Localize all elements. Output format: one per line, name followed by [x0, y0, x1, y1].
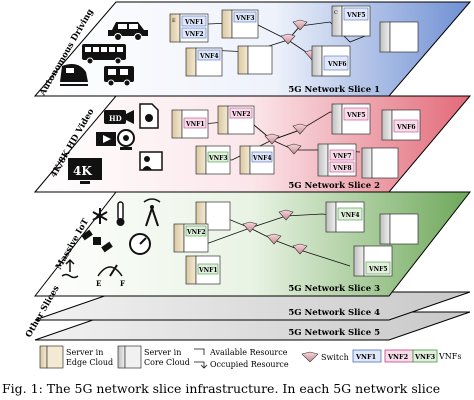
van-icon	[104, 66, 134, 87]
svg-text:E: E	[96, 279, 101, 288]
gauge-icon	[129, 233, 151, 255]
svg-text:VNF2: VNF2	[184, 31, 204, 38]
svg-text:Server in: Server in	[66, 348, 103, 357]
user-screen-icon	[139, 151, 163, 171]
slice-4-name: 5G Network Slice 4	[288, 308, 380, 318]
svg-text:HD: HD	[109, 114, 122, 123]
switch-icon	[242, 221, 258, 233]
legend-core-server: Server in Core Cloud	[117, 345, 190, 369]
switch-icon	[280, 33, 296, 45]
svg-text:VNF2: VNF2	[231, 111, 251, 118]
switch-icon	[292, 243, 308, 255]
svg-text:VNF3: VNF3	[235, 15, 255, 22]
svg-text:VNF2: VNF2	[186, 229, 206, 236]
slice-3-name: 5G Network Slice 3	[288, 284, 380, 294]
video-file-icon	[139, 103, 159, 129]
switch-icon	[301, 351, 319, 363]
servers-slice-1: E VNF1 VNF2 VNF3 VNF4 C VNF5 VNF6	[169, 5, 419, 77]
svg-text:VNF5: VNF5	[346, 12, 366, 19]
svg-text:F: F	[120, 279, 125, 288]
svg-text:VNF6: VNF6	[396, 124, 416, 131]
svg-text:VNF1: VNF1	[184, 19, 204, 26]
servers-slice-3: VNF2 VNF1 VNF4 VNF5	[173, 201, 419, 285]
svg-text:Available Resource: Available Resource	[209, 348, 288, 357]
svg-text:VNF5: VNF5	[368, 266, 388, 273]
media-player-icon	[96, 132, 116, 146]
antenna-icon	[143, 198, 161, 227]
thermometer-icon	[116, 201, 125, 226]
legend-vnf2: VNF2	[384, 349, 414, 363]
switch-icon	[264, 133, 280, 145]
figure-caption: Fig. 1: The 5G network slice infrastruct…	[2, 381, 441, 396]
legend-vnf3: VNF3	[412, 349, 438, 363]
train-icon	[60, 64, 88, 86]
legend-available: Available Resource	[194, 348, 288, 357]
svg-text:VNF1: VNF1	[185, 121, 205, 128]
svg-text:Server in: Server in	[144, 348, 181, 357]
svg-text:Occupied Resource: Occupied Resource	[210, 360, 289, 369]
svg-text:VNF8: VNF8	[332, 165, 352, 172]
svg-text:VNF6: VNF6	[327, 61, 347, 68]
svg-text:Switch: Switch	[321, 353, 349, 362]
svg-text:VNF1: VNF1	[355, 353, 376, 361]
legend-vnf1: VNF1	[352, 349, 382, 363]
car-icon	[108, 22, 148, 41]
slice-2-name: 5G Network Slice 2	[288, 181, 380, 191]
hd-camera-icon: HD	[104, 110, 134, 124]
svg-text:VNF5: VNF5	[346, 112, 366, 119]
svg-text:VNF1: VNF1	[198, 267, 218, 274]
svg-text:VNF4: VNF4	[340, 212, 360, 219]
bus-icon	[82, 44, 126, 65]
servers-slice-2: VNF1 VNF2 VNF3 VNF4 VNF5 VNF6 VNF7 VNF8	[171, 103, 421, 179]
snowflake-icon	[92, 208, 108, 224]
svg-text:E: E	[172, 18, 176, 24]
legend-switch: Switch	[301, 351, 349, 363]
svg-text:VNF7: VNF7	[332, 153, 352, 160]
switch-icon	[286, 143, 302, 155]
switch-icon	[292, 123, 308, 135]
svg-text:VNF4: VNF4	[199, 53, 219, 60]
switch-icon	[292, 19, 308, 31]
switch-icon	[266, 233, 282, 245]
svg-text:VNF3: VNF3	[414, 353, 436, 361]
svg-text:VNF4: VNF4	[252, 155, 272, 162]
legend: Server in Edge Cloud Server in Core Clou…	[39, 345, 461, 369]
legend-vnfs-label: VNFs	[438, 352, 461, 361]
slice-5-name: 5G Network Slice 5	[288, 328, 380, 338]
webcam-icon	[117, 129, 135, 150]
water-level-icon	[61, 258, 79, 279]
svg-text:4K: 4K	[73, 164, 92, 178]
4k-tv-icon: 4K	[68, 158, 102, 184]
legend-occupied: Occupied Resource	[194, 360, 289, 369]
svg-text:C: C	[334, 10, 338, 16]
switch-icon	[278, 209, 294, 221]
svg-text:Edge Cloud: Edge Cloud	[66, 358, 113, 367]
svg-text:Core Cloud: Core Cloud	[144, 358, 190, 367]
slice-1-name: 5G Network Slice 1	[288, 85, 380, 95]
fuel-gauge-icon: E F	[96, 264, 125, 288]
svg-text:VNF3: VNF3	[208, 155, 228, 162]
satellite-icon	[81, 229, 113, 253]
slice-plane-4: 5G Network Slice 4	[34, 291, 471, 321]
svg-text:VNF2: VNF2	[387, 353, 408, 361]
legend-edge-server: Server in Edge Cloud	[39, 345, 113, 369]
